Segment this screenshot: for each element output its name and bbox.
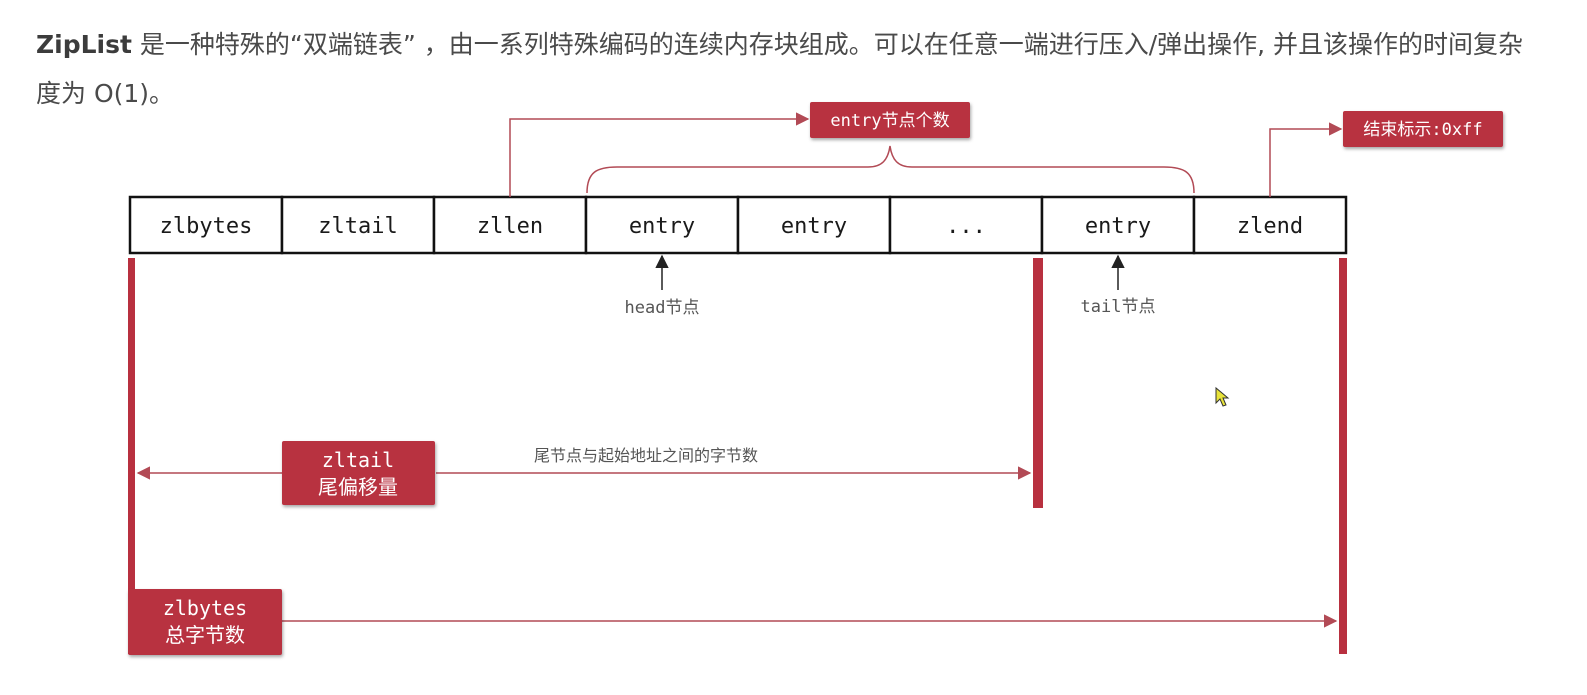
zltail-tag-subtitle: 尾偏移量	[318, 475, 398, 499]
tail-boundary-bar	[1033, 258, 1043, 508]
cell-label: zlend	[1237, 214, 1303, 239]
zlbytes-tag-subtitle: 总字节数	[165, 623, 245, 647]
cell-label: entry	[629, 214, 695, 239]
intro-brand: ZipList	[36, 30, 132, 59]
mouse-cursor-icon	[1215, 386, 1230, 407]
end-flag-callout: 结束标示:0xff	[1269, 111, 1503, 197]
end-boundary-bar	[1339, 258, 1347, 654]
end-flag-label: 结束标示:0xff	[1363, 120, 1482, 140]
zlbytes-tag	[128, 589, 282, 655]
zlbytes-span: zlbytes 总字节数	[128, 589, 1338, 655]
tail-node-label: tail节点	[1081, 297, 1156, 317]
cell-zllen: zllen	[432, 195, 588, 255]
cell-entry-tail: entry	[1040, 195, 1196, 255]
cell-label: entry	[781, 214, 847, 239]
zlbytes-tag-title: zlbytes	[163, 596, 247, 620]
boundary-bars	[128, 258, 1347, 654]
cell-zlend: zlend	[1192, 195, 1348, 255]
zltail-description: 尾节点与起始地址之间的字节数	[534, 446, 758, 465]
cell-ellipsis: ...	[888, 195, 1044, 255]
intro-paragraph: ZipList 是一种特殊的“双端链表” ，由一系列特殊编码的连续内存块组成。可…	[36, 20, 1536, 118]
cell-label: zltail	[318, 214, 397, 239]
cell-zlbytes: zlbytes	[128, 195, 284, 255]
cell-label: zllen	[477, 214, 543, 239]
cell-label: ...	[946, 214, 986, 239]
entry-count-tag	[810, 102, 970, 138]
cell-entry: entry	[736, 195, 892, 255]
ziplist-cells: zlbytes zltail zllen entry entry ... ent…	[128, 195, 1348, 255]
zlend-connector	[1269, 122, 1343, 197]
cell-label: entry	[1085, 214, 1151, 239]
cell-label: zlbytes	[160, 214, 253, 239]
start-boundary-bar	[128, 258, 135, 654]
end-flag-tag	[1343, 111, 1503, 147]
entry-count-callout: entry节点个数	[509, 102, 1195, 197]
zltail-tag-title: zltail	[322, 448, 394, 472]
intro-text: 是一种特殊的“双端链表” ，由一系列特殊编码的连续内存块组成。可以在任意一端进行…	[36, 30, 1524, 108]
entry-brace	[586, 145, 1195, 194]
tail-pointer: tail节点	[1081, 254, 1156, 317]
zltail-tag	[282, 441, 435, 505]
head-pointer: head节点	[625, 254, 700, 318]
zltail-span: 尾节点与起始地址之间的字节数 zltail 尾偏移量	[136, 441, 1032, 505]
cell-entry-head: entry	[584, 195, 740, 255]
zllen-connector	[509, 112, 810, 197]
cell-zltail: zltail	[280, 195, 436, 255]
head-node-label: head节点	[625, 298, 700, 318]
entry-count-label: entry节点个数	[830, 111, 949, 131]
